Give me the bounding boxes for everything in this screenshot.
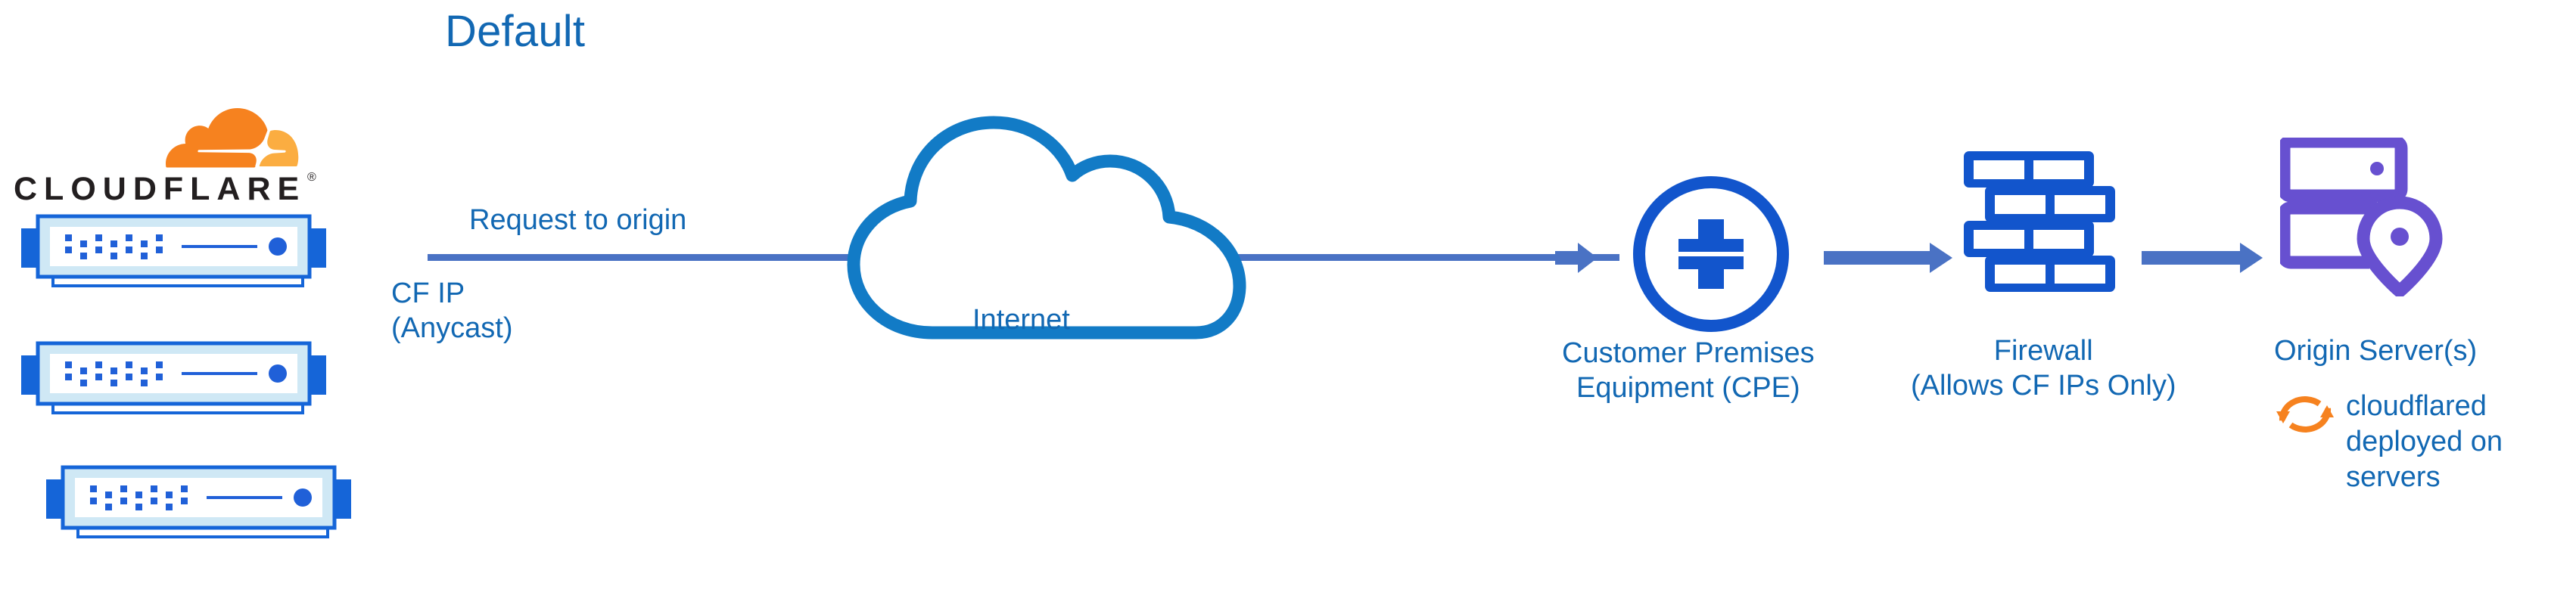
firewall-label-line2: (Allows CF IPs Only)	[1911, 370, 2176, 402]
firewall-label-line1: Firewall	[1993, 335, 2093, 367]
request-to-origin-label: Request to origin	[469, 204, 687, 236]
edge-server-unit	[21, 341, 326, 414]
arrow-head-icon	[1555, 243, 1598, 273]
edge-server-unit	[21, 214, 326, 287]
cpe-label-line1: Customer Premises	[1562, 337, 1815, 369]
cloudflare-cloud-logo-icon	[166, 108, 299, 168]
cf-ip-label-line1: CF IP	[391, 278, 465, 309]
router-icon	[1633, 176, 1789, 332]
firewall-label: Firewall (Allows CF IPs Only)	[1911, 333, 2176, 404]
internet-label: Internet	[972, 304, 1070, 336]
cf-ip-anycast-label: CF IP (Anycast)	[391, 276, 512, 346]
edge-server-unit	[46, 465, 351, 538]
cloudflare-logo: CLOUDFLARE ®	[14, 107, 325, 213]
cloudflared-label-line1: cloudflared	[2346, 390, 2487, 422]
registered-trademark-symbol: ®	[307, 171, 316, 184]
arrow-head-icon	[2142, 243, 2263, 273]
cpe-label-line2: Equipment (CPE)	[1576, 372, 1800, 405]
cloud-icon	[847, 116, 1246, 340]
cloudflared-label-line2: deployed on	[2346, 426, 2503, 458]
cpe-label: Customer Premises Equipment (CPE)	[1562, 336, 1815, 406]
cloudflared-label-line3: servers	[2346, 461, 2441, 494]
cloudflared-annotation-label: cloudflared deployed on servers	[2346, 389, 2503, 495]
server-rack-pin-icon	[2280, 138, 2443, 296]
cf-ip-label-line2: (Anycast)	[391, 312, 513, 345]
cloudflare-wordmark: CLOUDFLARE	[14, 171, 306, 207]
origin-server-label: Origin Server(s)	[2274, 335, 2478, 367]
arrow-head-icon	[1824, 243, 1952, 273]
sync-arrows-icon	[2276, 396, 2334, 433]
brick-wall-icon	[1964, 151, 2115, 292]
page-title: Default	[445, 7, 586, 56]
